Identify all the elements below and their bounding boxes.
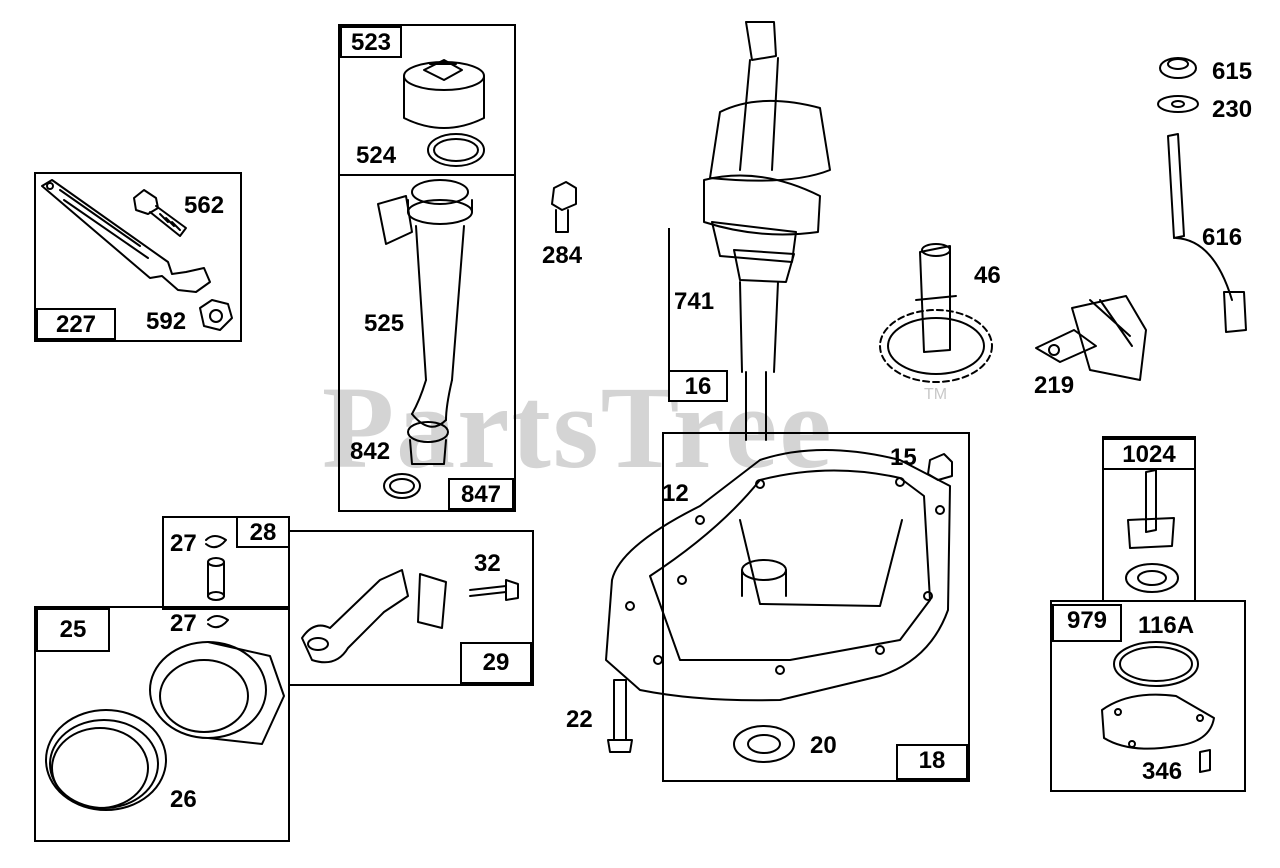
wrist-pin-28-illustration [207, 557, 225, 601]
gasket-116A-illustration [1113, 641, 1199, 687]
governor-gear-219-illustration [1035, 295, 1147, 381]
frame-847-group [338, 174, 516, 512]
label-741[interactable]: 741 [674, 288, 715, 315]
piston-rings-26-illustration [45, 709, 167, 811]
breather-bolt-284-illustration [551, 181, 577, 233]
label-592[interactable]: 592 [146, 308, 187, 335]
label-25[interactable]: 25 [36, 608, 110, 652]
oil-slinger-1024-illustration [1125, 469, 1179, 593]
label-524[interactable]: 524 [356, 142, 397, 169]
frame-18-group [662, 432, 970, 782]
watermark-trademark: TM [924, 386, 948, 403]
label-284[interactable]: 284 [542, 242, 583, 269]
oil-seal-20-illustration [733, 725, 795, 763]
piston-25-illustration [149, 641, 285, 745]
label-18[interactable]: 18 [896, 744, 968, 780]
label-26[interactable]: 26 [170, 786, 197, 813]
crankshaft-illustration [703, 21, 831, 441]
dipstick-tube-525-illustration [377, 179, 473, 465]
label-32[interactable]: 32 [474, 550, 501, 577]
label-219[interactable]: 219 [1034, 372, 1075, 399]
governor-lever-bracket-illustration [41, 179, 211, 293]
label-22[interactable]: 22 [566, 706, 593, 733]
connecting-rod-29-illustration [301, 569, 447, 664]
bolt-346-illustration [1199, 749, 1211, 773]
label-116A[interactable]: 116A [1138, 612, 1195, 639]
o-ring-524-illustration [427, 133, 485, 167]
frame-16-group [668, 228, 670, 400]
dipstick-cap-523-illustration [403, 59, 485, 129]
crankcase-18-illustration [605, 449, 951, 702]
plug-15-illustration [927, 453, 953, 481]
label-523[interactable]: 523 [340, 26, 402, 58]
cover-plate-illustration [1101, 693, 1215, 750]
label-842[interactable]: 842 [350, 438, 391, 465]
bolt-562-illustration [133, 189, 187, 237]
label-346[interactable]: 346 [1142, 758, 1183, 785]
label-28[interactable]: 28 [236, 516, 290, 548]
label-29[interactable]: 29 [460, 642, 532, 684]
label-16[interactable]: 16 [668, 370, 728, 402]
label-615[interactable]: 615 [1212, 58, 1253, 85]
bolt-22-illustration [607, 679, 633, 753]
nut-592-illustration [199, 299, 233, 331]
frame-25-group [34, 606, 290, 842]
label-46[interactable]: 46 [974, 262, 1001, 289]
label-27-upper[interactable]: 27 [170, 530, 197, 557]
label-27-lower[interactable]: 27 [170, 610, 197, 637]
camshaft-gear-46-illustration [879, 243, 993, 383]
wrist-pin-clips-27-illustration [205, 535, 229, 629]
label-227[interactable]: 227 [36, 308, 116, 340]
frame-979-group [1050, 600, 1246, 792]
label-20[interactable]: 20 [810, 732, 837, 759]
frame-227-group [34, 172, 242, 342]
label-616[interactable]: 616 [1202, 224, 1243, 251]
o-ring-842-illustration [383, 473, 421, 499]
label-12[interactable]: 12 [662, 480, 689, 507]
label-1024[interactable]: 1024 [1102, 438, 1196, 470]
label-562[interactable]: 562 [184, 192, 225, 219]
label-847[interactable]: 847 [448, 478, 514, 510]
label-525[interactable]: 525 [364, 310, 405, 337]
label-979[interactable]: 979 [1052, 604, 1122, 642]
governor-parts-615-230-616-illustration [1157, 57, 1247, 333]
label-230[interactable]: 230 [1212, 96, 1253, 123]
rod-bolt-32-illustration [469, 579, 519, 601]
